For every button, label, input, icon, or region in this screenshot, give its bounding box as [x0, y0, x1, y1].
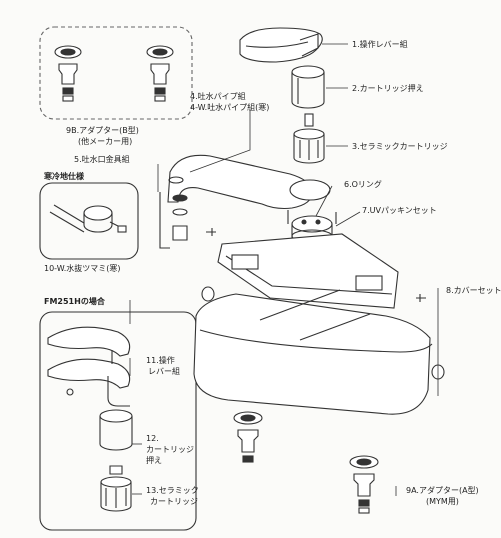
- label-adapter-a-sub: (MYM用): [426, 497, 459, 506]
- fm-cartridge-holder-part: [99, 409, 133, 451]
- label-fm-holder-3: 押え: [146, 456, 162, 465]
- adapter-b-right-part: [146, 45, 174, 102]
- body-cover-part: [193, 289, 433, 415]
- adapter-a-left-part: [233, 411, 263, 463]
- label-fm-holder-1: 12.: [146, 434, 159, 443]
- adapter-a-right-part: [349, 455, 379, 514]
- label-spout-pipe: 4.吐水パイプ組: [190, 92, 246, 101]
- cold-region-box: [39, 182, 139, 260]
- label-fm-cartridge-1: 13.セラミック: [146, 486, 199, 495]
- label-adapter-b: 9B.アダプター(B型): [66, 126, 139, 135]
- label-adapter-a: 9A.アダプター(A型): [406, 486, 479, 495]
- label-fm-holder-2: カートリッジ: [146, 445, 194, 454]
- spout-fittings-part: [159, 192, 188, 249]
- leader-lines: [129, 43, 439, 496]
- fm251h-title: FM251Hの場合: [44, 297, 105, 306]
- ceramic-cartridge-part: [293, 113, 325, 164]
- label-fm-lever-2: レバー組: [148, 367, 180, 376]
- label-adapter-b-sub: (他メーカー用): [78, 137, 133, 146]
- label-lever: 1.操作レバー組: [352, 40, 408, 49]
- label-cartridge-holder: 2.カートリッジ押え: [352, 84, 424, 93]
- label-o-ring: 6.Oリング: [344, 180, 382, 189]
- label-cover-set: 8.カバーセット: [446, 286, 501, 295]
- adapter-b-left-part: [54, 45, 82, 102]
- fm251h-box: [39, 311, 197, 531]
- spout-pipe-part: [167, 154, 331, 210]
- label-spout-pipe-cold: 4-W.吐水パイプ組(寒): [190, 103, 270, 112]
- lever-part: [239, 27, 323, 63]
- label-spout-fittings: 5.吐水口金具組: [74, 155, 130, 164]
- fm-ceramic-cartridge-part: [100, 465, 132, 512]
- label-fm-lever-1: 11.操作: [146, 356, 175, 365]
- cold-region-title: 寒冷地仕様: [44, 172, 84, 181]
- drain-knob-part: [49, 204, 127, 233]
- label-ceramic-cartridge: 3.セラミックカートリッジ: [352, 142, 448, 151]
- adapter-b-box: [39, 26, 193, 120]
- label-fm-cartridge-2: カートリッジ: [150, 497, 198, 506]
- cartridge-holder-part: [291, 65, 325, 109]
- label-uv-packing: 7.UVパッキンセット: [362, 206, 437, 215]
- cover-set-part: [201, 228, 445, 380]
- fm-lever-part: [47, 326, 131, 407]
- label-drain-knob: 10-W.水抜ツマミ(寒): [44, 264, 121, 273]
